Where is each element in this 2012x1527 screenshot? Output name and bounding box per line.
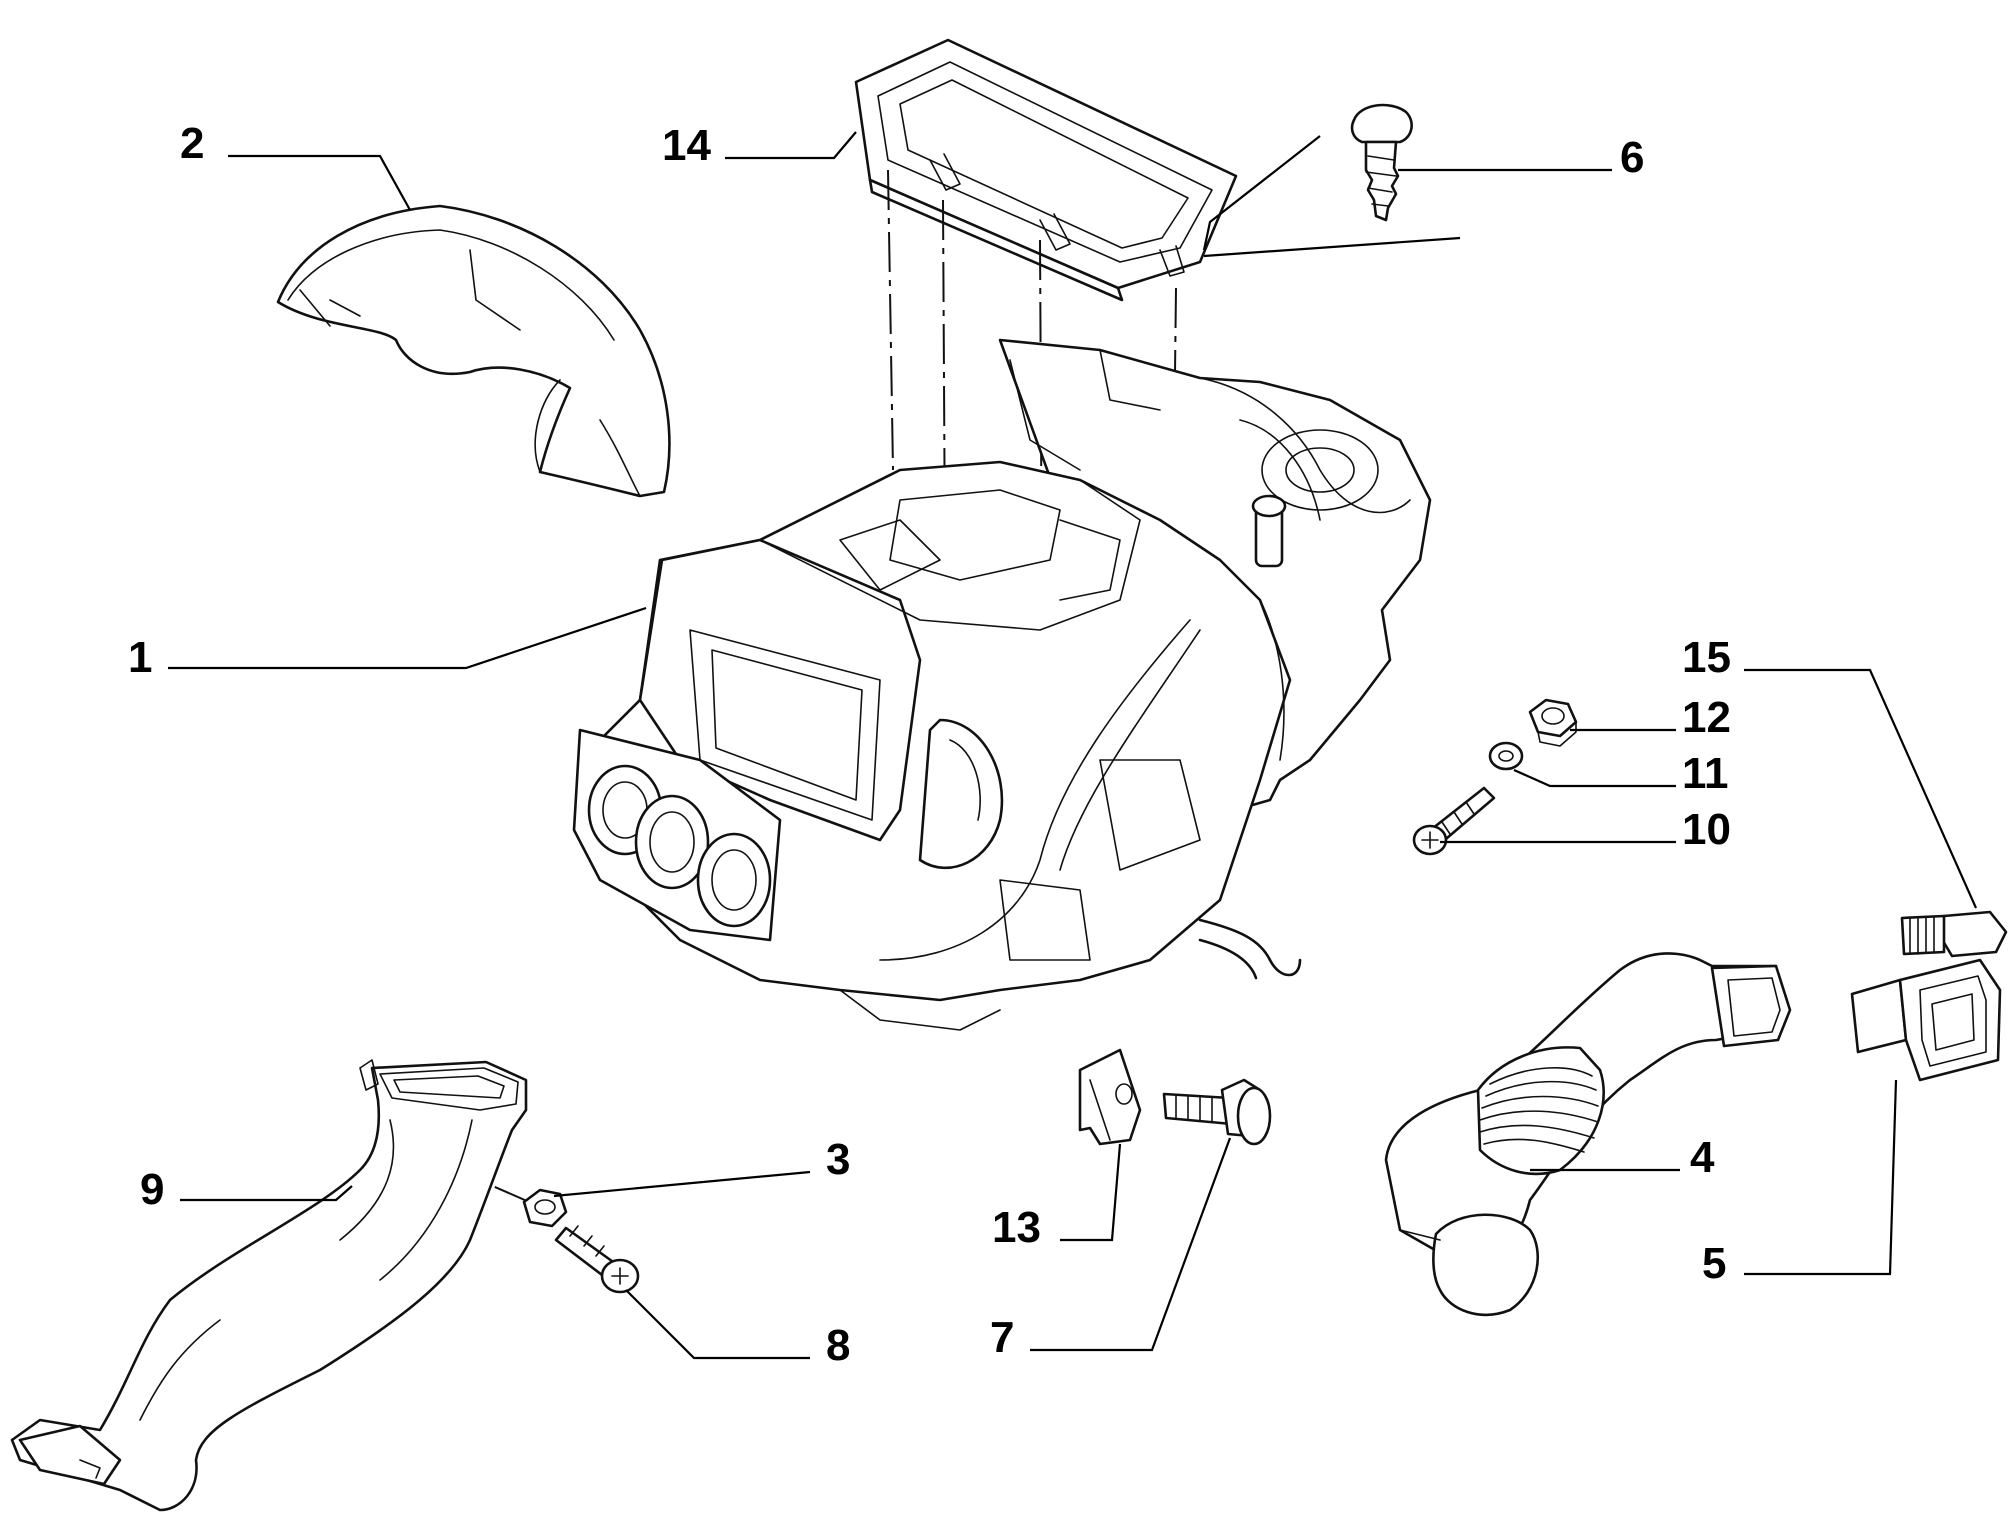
part-6-screw — [1350, 103, 1413, 222]
callout-labels: 14 2 1 6 15 12 11 10 4 5 13 7 3 8 9 — [128, 119, 1731, 1370]
callout-10: 10 — [1682, 805, 1731, 854]
callout-6: 6 — [1620, 133, 1644, 182]
part-1-heater-housing — [572, 338, 1432, 1031]
part-12-nut — [1528, 698, 1578, 747]
part-7-bolt — [1162, 1078, 1272, 1146]
part-13-clip — [1078, 1048, 1142, 1146]
part-2-air-duct — [276, 204, 671, 498]
part-10-bolt — [1412, 786, 1496, 856]
part-5-duct-connector — [1850, 958, 2002, 1082]
callout-12: 12 — [1682, 693, 1731, 742]
callout-8: 8 — [826, 1321, 850, 1370]
part-11-washer — [1488, 741, 1524, 771]
callout-15: 15 — [1682, 633, 1731, 682]
callout-1: 1 — [128, 633, 152, 682]
part-9-long-duct — [10, 1059, 528, 1512]
callout-14: 14 — [662, 121, 711, 170]
part-15-bolt — [1900, 910, 2008, 958]
callout-5: 5 — [1702, 1239, 1726, 1288]
callout-13: 13 — [992, 1203, 1041, 1252]
callout-2: 2 — [180, 119, 204, 168]
callout-4: 4 — [1690, 1133, 1715, 1182]
part-4-flex-duct — [1384, 952, 1792, 1317]
part-3-nut — [522, 1188, 568, 1228]
part-8-bolt — [554, 1225, 640, 1294]
callout-7: 7 — [990, 1313, 1014, 1362]
leader-lines — [168, 131, 1978, 1360]
part-14-filter-cover — [854, 38, 1238, 302]
callout-9: 9 — [140, 1165, 164, 1214]
callout-11: 11 — [1682, 749, 1729, 798]
callout-3: 3 — [826, 1135, 850, 1184]
